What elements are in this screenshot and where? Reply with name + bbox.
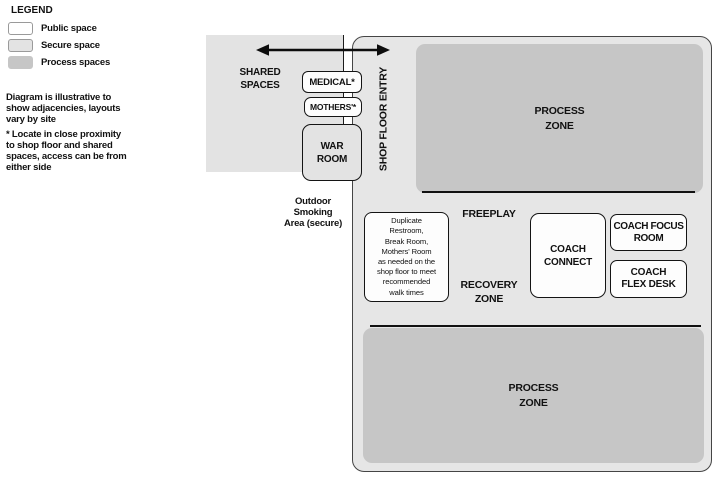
process-zone-top-wall xyxy=(422,191,695,193)
medical-room: MEDICAL* xyxy=(302,71,362,93)
two-way-arrow-icon xyxy=(256,43,390,57)
legend-item-process: Process spaces xyxy=(8,55,178,70)
diagram-disclaimer-note: Diagram is illustrative to show adjacenc… xyxy=(6,92,121,125)
recovery-zone-label: RECOVERY ZONE xyxy=(460,279,518,305)
coach-flex-desk-room: COACH FLEX DESK xyxy=(610,260,687,298)
process-zone-bottom-label: PROCESS ZONE xyxy=(508,381,559,409)
coach-connect-room: COACH CONNECT xyxy=(530,213,606,298)
asterisk-footnote: * Locate in close proximity to shop floo… xyxy=(6,129,127,173)
legend-item-label: Process spaces xyxy=(41,57,111,68)
shop-floor-region: PROCESS ZONE SHOP FLOOR ENTRY FREEPLAY R… xyxy=(352,36,712,472)
legend-item-label: Secure space xyxy=(41,40,100,51)
process-space-swatch-icon xyxy=(8,56,33,69)
legend-item-label: Public space xyxy=(41,23,97,34)
legend-title: LEGEND xyxy=(11,5,53,16)
process-zone-bottom: PROCESS ZONE xyxy=(363,328,704,463)
shared-spaces-label: SHARED SPACES xyxy=(239,67,281,91)
process-zone-top: PROCESS ZONE xyxy=(416,44,703,193)
coach-focus-room: COACH FOCUS ROOM xyxy=(610,214,687,251)
duplicate-rooms-note-box: Duplicate Restroom, Break Room, Mothers'… xyxy=(364,212,449,302)
public-space-swatch-icon xyxy=(8,22,33,35)
process-zone-bottom-wall xyxy=(370,325,701,327)
war-room: WAR ROOM xyxy=(302,124,362,181)
legend-item-public: Public space xyxy=(8,21,178,36)
legend-item-secure: Secure space xyxy=(8,38,178,53)
process-zone-top-label: PROCESS ZONE xyxy=(534,104,585,132)
shop-floor-entry-label: SHOP FLOOR ENTRY xyxy=(377,66,390,172)
mothers-room: MOTHERS'* xyxy=(304,97,362,117)
freeplay-zone-label: FREEPLAY xyxy=(462,208,516,220)
secure-space-swatch-icon xyxy=(8,39,33,52)
outdoor-smoking-area-label: Outdoor Smoking Area (secure) xyxy=(283,196,343,229)
